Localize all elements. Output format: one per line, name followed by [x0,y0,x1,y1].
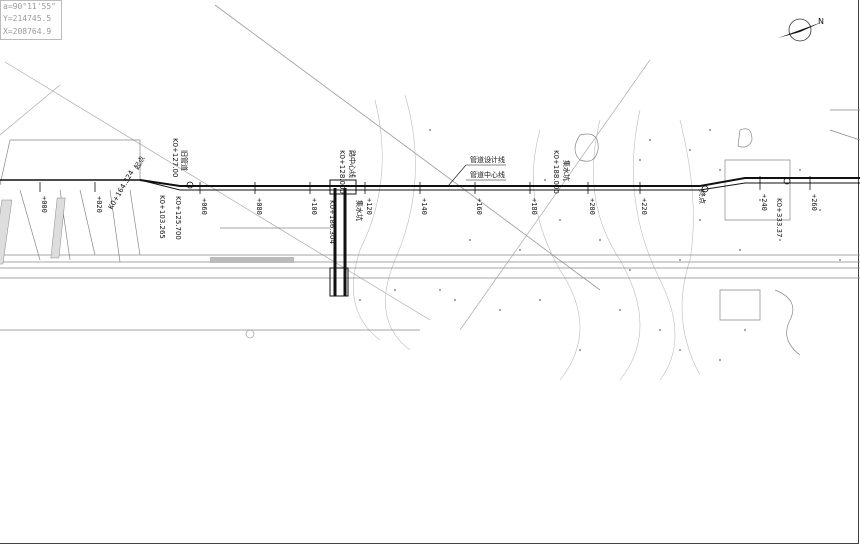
station-label: K0+164.324 [107,169,136,211]
pipeline [0,177,860,296]
end-label: 终点 [698,190,707,204]
survey-line [4,61,431,321]
right-structures [574,109,860,356]
chainage-label: +240 [760,194,768,211]
survey-line [459,59,651,331]
chainage-label: +100 [310,198,318,215]
station-label: K0+128.000 [338,150,346,194]
manhole-icon [701,185,709,193]
station-label: K0+188.000 [552,150,560,194]
chainage-label: +180 [530,198,538,215]
chainage-label: +060 [200,198,208,215]
station-annotations: 管道设计线 管道中心线 K0+127.00 旧管道 K0+125.700 K0+… [107,138,783,244]
chainage-label: +160 [475,198,483,215]
station-label: K0+186.304 [328,200,336,244]
hatch-strip [210,257,294,263]
chainage-label: +140 [420,198,428,215]
chainage-label: +200 [588,198,596,215]
chainage-label: +260 [810,194,818,211]
contour-lines [353,94,701,381]
coord-x: X=208764.9 [3,27,52,36]
survey-points [359,129,841,361]
chainage-label: +000 [40,196,48,213]
coord-a: a=90°11'55" [3,2,56,11]
chainage-label: +080 [255,198,263,215]
chainage-label: +020 [95,196,103,213]
wall-block [50,197,66,259]
station-label: K0+127.00 [171,138,179,177]
survey-line [0,84,61,136]
wall-block [0,199,13,265]
north-arrow-icon: N [778,17,824,42]
center-line-label: 管道中心线 [470,170,505,179]
coord-y: Y=214745.5 [3,14,52,23]
north-label: N [818,17,824,26]
road-lines [0,227,860,331]
building-outline [0,139,141,263]
junction-box [329,179,357,195]
manhole-icon [186,181,194,189]
chainage-label: +220 [640,198,648,215]
chainage-labels: +000 +020 +060 +080 +100 +120 +140 +160 … [40,194,818,215]
manhole-icon [245,329,255,339]
collector-label: 集水坑 [355,200,364,221]
chainage-label: +120 [365,198,373,215]
coordinate-box: a=90°11'55" Y=214745.5 X=208764.9 [0,0,62,40]
manhole-icon [783,177,791,185]
station-label: K0+103.265 [158,195,166,239]
road-center-label: 路中心线 [348,150,357,178]
design-line-label: 管道设计线 [470,155,505,164]
chainage-ticks [39,176,811,194]
station-label: K0+333.37 [775,198,783,237]
start-label: 起点 [133,155,147,171]
junction-box [329,267,349,297]
survey-line [214,4,601,291]
collector-label: 集水坑 [562,160,571,181]
station-label: K0+125.700 [174,196,182,240]
old-pipe-label: 旧管道 [180,150,189,171]
